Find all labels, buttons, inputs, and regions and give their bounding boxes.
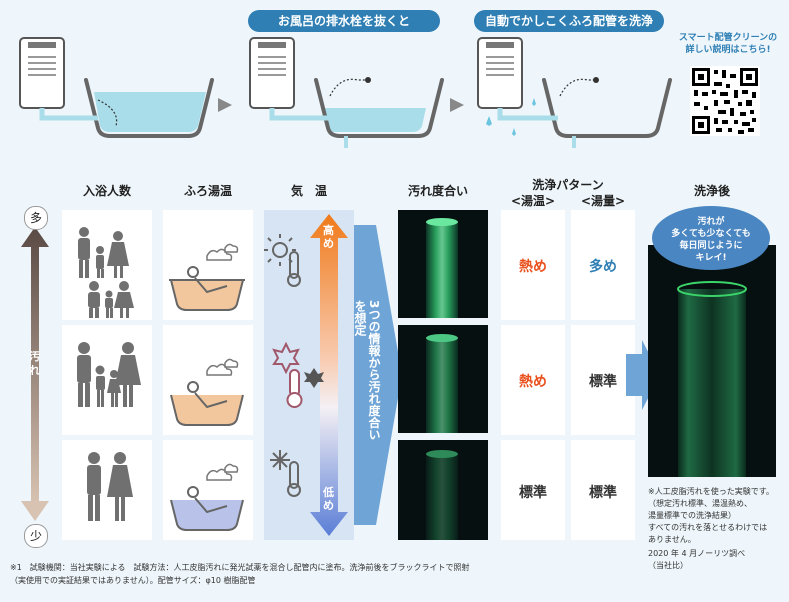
result-arrow bbox=[626, 340, 660, 410]
header-pattern-temp: <湯温> bbox=[510, 194, 556, 208]
bath-hot-icon bbox=[169, 243, 245, 311]
estimate-arrow-text: 3つの情報から汚れ度合いを想定 bbox=[353, 300, 381, 441]
process-steps-illustration bbox=[19, 37, 672, 148]
pattern-temp-cell-row1 bbox=[501, 210, 565, 320]
after-wash-bubble bbox=[652, 206, 770, 270]
after-wash-tube bbox=[677, 281, 747, 477]
header-pattern-volume: <湯量> bbox=[580, 194, 626, 208]
estimate-arrow bbox=[354, 225, 402, 525]
step2-bath-draining bbox=[249, 37, 444, 148]
footnote-line1: ※1 試験機関：当社実験による 試験方法：人工皮脂汚れに発光試薬を混合し配管内に… bbox=[10, 563, 470, 572]
header-wash-pattern: 洗浄パターン bbox=[532, 178, 604, 192]
pattern-temp-cell-row3 bbox=[501, 440, 565, 540]
axis-label-dirt: 汚れ bbox=[29, 350, 40, 377]
after-note-3: 湯量標準での洗浄結果） bbox=[648, 511, 736, 520]
after-note-6: 2020 年 4 月ノーリツ調べ bbox=[648, 549, 746, 558]
after-wash-photo bbox=[648, 245, 776, 477]
temp-high-label: 高め bbox=[323, 224, 334, 250]
header-dirt-level: 汚れ度合い bbox=[407, 184, 468, 198]
pattern-temp-row2: 熱め bbox=[519, 374, 547, 390]
autumn-thermometer-icon bbox=[272, 341, 324, 408]
qr-code[interactable] bbox=[690, 66, 760, 136]
pattern-temp-row1: 熱め bbox=[519, 259, 547, 275]
pattern-temp-cell-row2 bbox=[501, 325, 565, 435]
axis-less-badge: 少 bbox=[24, 524, 48, 548]
pattern-volume-cell-row1 bbox=[571, 210, 635, 320]
header-bath-temp: ふろ湯温 bbox=[183, 184, 232, 198]
snow-thermometer-icon bbox=[270, 450, 301, 497]
footnote-line2: （実使用での実証結果ではありません）。配管サイズ：φ10 樹脂配管 bbox=[10, 576, 256, 585]
bath-warm-icon bbox=[170, 358, 244, 426]
after-note-4: すべての汚れを落とせるわけでは bbox=[648, 523, 768, 532]
pattern-volume-row2: 標準 bbox=[589, 374, 617, 390]
air-temp-thermometer-arrow bbox=[264, 214, 348, 536]
step2-label: お風呂の排水栓を抜くと bbox=[248, 10, 440, 32]
pattern-volume-row1: 多め bbox=[589, 259, 617, 275]
sun-thermometer-icon bbox=[264, 234, 301, 287]
step-arrow-2 bbox=[450, 98, 464, 112]
bubble-line1: 汚れが bbox=[697, 217, 725, 227]
step1-bath-full bbox=[19, 37, 214, 138]
after-note-2: （想定汚れ標準、湯温熱め、 bbox=[648, 499, 752, 508]
pattern-temp-row3: 標準 bbox=[519, 485, 547, 501]
after-note-1: ※人工皮脂汚れを使った実験です。 bbox=[648, 487, 774, 496]
dirt-amount-axis bbox=[21, 227, 49, 521]
header-people: 入浴人数 bbox=[82, 184, 131, 198]
people-and-bath-icons bbox=[77, 227, 245, 531]
step3-label: 自動でかしこくふろ配管を洗浄 bbox=[474, 10, 664, 32]
axis-more-badge: 多 bbox=[24, 206, 48, 230]
pattern-volume-row3: 標準 bbox=[589, 485, 617, 501]
after-note-7: （当社比） bbox=[648, 561, 688, 570]
qr-caption-line2: 詳しい説明はこちら! bbox=[685, 45, 771, 55]
step3-bath-cleaning bbox=[477, 37, 672, 148]
header-after-wash: 洗浄後 bbox=[693, 184, 730, 198]
people-cell-row3 bbox=[62, 440, 152, 540]
bath-normal-icon bbox=[170, 463, 244, 531]
pattern-volume-cell-row2 bbox=[571, 325, 635, 435]
bubble-line3: 毎日同じように bbox=[679, 241, 743, 251]
bubble-line4: キレイ! bbox=[695, 253, 727, 263]
family-large-icon bbox=[78, 227, 134, 318]
temp-low-label: 低め bbox=[323, 486, 334, 512]
family-couple-icon bbox=[87, 452, 133, 521]
header-air-temp: 気 温 bbox=[290, 184, 327, 198]
family-medium-icon bbox=[77, 342, 141, 407]
dirt-level-photos bbox=[398, 210, 488, 540]
pattern-volume-cell-row3 bbox=[571, 440, 635, 540]
step-arrow-1 bbox=[218, 98, 232, 112]
qr-caption-line1: スマート配管クリーンの bbox=[678, 33, 778, 43]
after-note-5: ありません。 bbox=[648, 535, 696, 544]
bubble-line2: 多くても少なくても bbox=[671, 229, 751, 239]
